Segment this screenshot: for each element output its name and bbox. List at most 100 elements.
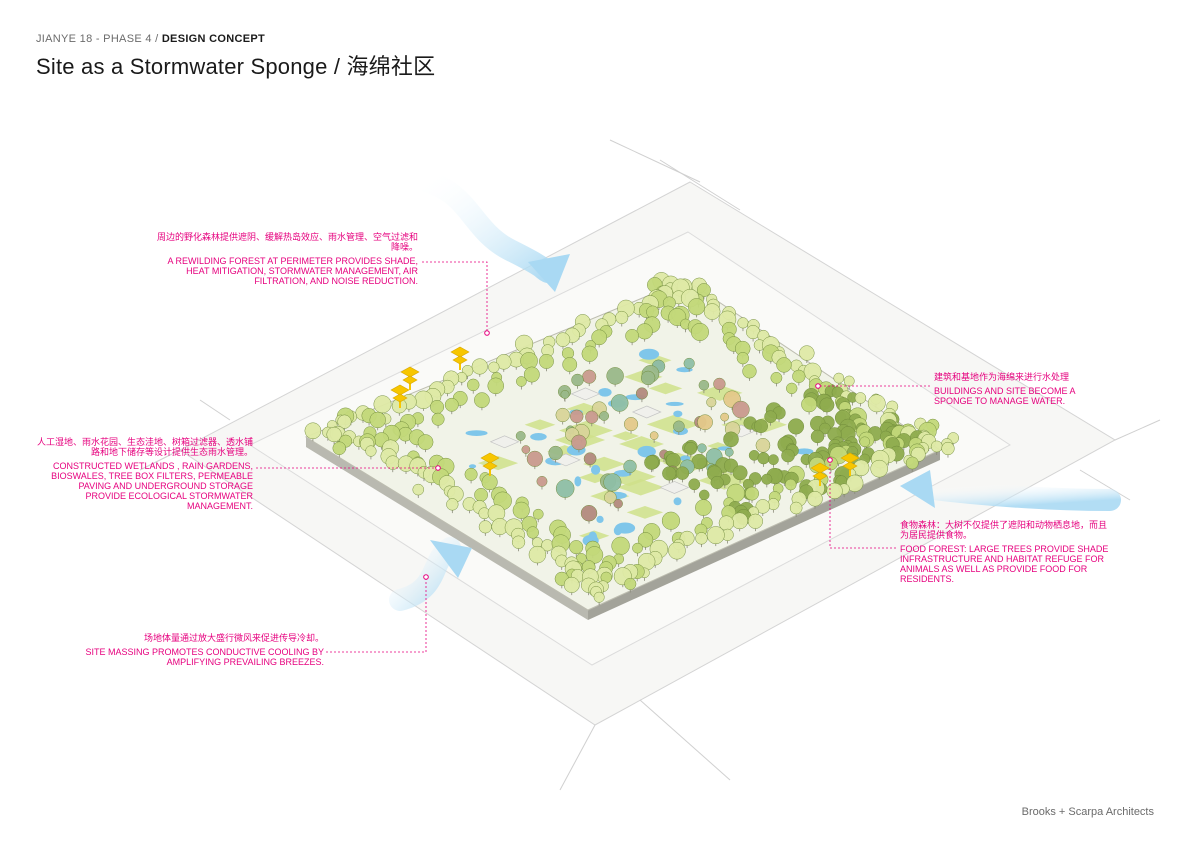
tree-canopy	[373, 395, 392, 414]
tree-canopy	[555, 332, 571, 347]
solar-panel	[402, 375, 418, 385]
water-pond	[465, 430, 488, 436]
tree-canopy	[636, 323, 653, 340]
tree-canopy	[784, 478, 797, 491]
tree-canopy	[789, 501, 803, 515]
water-pond	[673, 497, 682, 506]
solar-panel	[480, 452, 500, 464]
breeze-arrowhead	[430, 540, 472, 578]
tree-canopy	[695, 532, 708, 545]
annotation-leaders	[256, 261, 930, 653]
tree-canopy	[736, 352, 750, 365]
solar-panel	[810, 462, 830, 474]
tree-canopy	[713, 377, 726, 391]
tree-canopy	[665, 452, 681, 468]
breeze-band	[409, 169, 559, 283]
tree-canopy	[764, 410, 777, 424]
water-pond	[468, 464, 477, 469]
tree-canopy	[776, 357, 792, 373]
tree-canopy	[781, 448, 795, 463]
tree-canopy	[720, 412, 729, 422]
tree-canopy	[787, 418, 805, 435]
tree-canopy	[511, 535, 526, 549]
annotation-massing-en: SITE MASSING PROMOTES CONDUCTIVE COOLING…	[85, 647, 324, 667]
building-block	[570, 387, 601, 401]
road-arm	[639, 699, 731, 781]
tree-canopy	[414, 390, 433, 409]
tree-canopy	[599, 411, 610, 421]
annotation-massing: 场地体量通过放大盛行微风来促进传导冷却。 SITE MASSING PROMOT…	[70, 633, 324, 667]
tree-canopy	[555, 479, 575, 498]
tree-canopy	[580, 505, 598, 522]
water-pond	[588, 531, 598, 544]
lawn-patch	[524, 419, 556, 431]
breeze-arrows-front	[389, 470, 1121, 611]
lawn-patch	[648, 382, 683, 395]
leader-dot	[827, 457, 833, 463]
tree-canopy	[593, 591, 605, 603]
water-pond	[665, 401, 684, 407]
tree-canopy	[684, 442, 698, 455]
road-arm	[609, 139, 701, 183]
tree-canopy	[603, 473, 622, 492]
annotation-forest-en: A REWILDING FOREST AT PERIMETER PROVIDES…	[167, 256, 418, 286]
tree-canopy	[757, 452, 770, 465]
road-arm	[199, 399, 231, 421]
tree-canopy	[690, 322, 709, 341]
tree-canopy	[753, 419, 768, 434]
tree-canopy	[585, 546, 604, 564]
annotation-food-cn: 食物森林：大树不仅提供了遮阳和动物栖息地，而且为居民提供食物。	[900, 520, 1108, 540]
tree-canopy	[581, 345, 598, 362]
water-pond	[638, 348, 660, 360]
tree-canopy	[521, 445, 531, 454]
leader-dot	[815, 383, 821, 389]
tree-canopy	[683, 357, 695, 369]
page-title: Site as a Stormwater Sponge / 海绵社区	[36, 54, 436, 79]
tree-canopy	[672, 420, 685, 433]
tree-canopy	[833, 372, 845, 384]
tree-canopy	[698, 379, 710, 391]
tree-canopy	[623, 459, 637, 474]
tree-canopy	[369, 411, 386, 429]
breeze-arrowhead	[900, 470, 935, 508]
annotation-forest: 周边的野化森林提供遮阴、缓解热岛效应、雨水管理、空气过滤和降噪。 A REWIL…	[150, 232, 418, 286]
solar-tree-icon	[400, 366, 420, 390]
tree-canopy	[698, 489, 710, 501]
tree-canopy	[467, 378, 480, 392]
tree-canopy	[755, 438, 771, 453]
solar-panel	[482, 461, 498, 471]
tree-canopy	[747, 513, 763, 529]
tree-canopy	[516, 376, 527, 387]
tree-canopy	[732, 465, 748, 481]
leader-dot	[435, 465, 441, 471]
tree-canopy	[696, 283, 711, 298]
tree-canopy	[444, 397, 459, 412]
lawn-patch	[626, 505, 664, 519]
tree-canopy	[905, 456, 919, 470]
tree-canopy	[732, 400, 750, 419]
tree-canopy	[624, 577, 637, 590]
building-block	[489, 435, 520, 449]
building-block	[659, 481, 690, 494]
tree-canopy	[495, 354, 512, 370]
tree-canopy	[337, 414, 352, 429]
breeze-band	[914, 477, 1121, 511]
annotation-sponge: 建筑和基地作为海绵来进行水处理 BUILDINGS AND SITE BECOM…	[934, 372, 1114, 406]
tree-canopy	[417, 434, 434, 450]
tree-canopy	[826, 482, 843, 500]
tree-canopy	[710, 475, 724, 490]
solar-tree-icon	[450, 346, 470, 370]
tree-canopy	[723, 431, 739, 448]
tree-canopy	[523, 366, 540, 383]
annotation-sponge-cn: 建筑和基地作为海绵来进行水处理	[934, 372, 1070, 382]
tree-canopy	[819, 397, 835, 413]
tree-canopy	[515, 431, 526, 441]
tree-canopy	[801, 396, 818, 413]
tree-canopy	[615, 310, 629, 324]
tree-canopy	[569, 540, 584, 555]
solar-tree-icon	[840, 452, 860, 476]
tree-canopy	[792, 369, 806, 383]
tree-canopy	[697, 414, 713, 431]
lawn-patch	[619, 436, 664, 452]
